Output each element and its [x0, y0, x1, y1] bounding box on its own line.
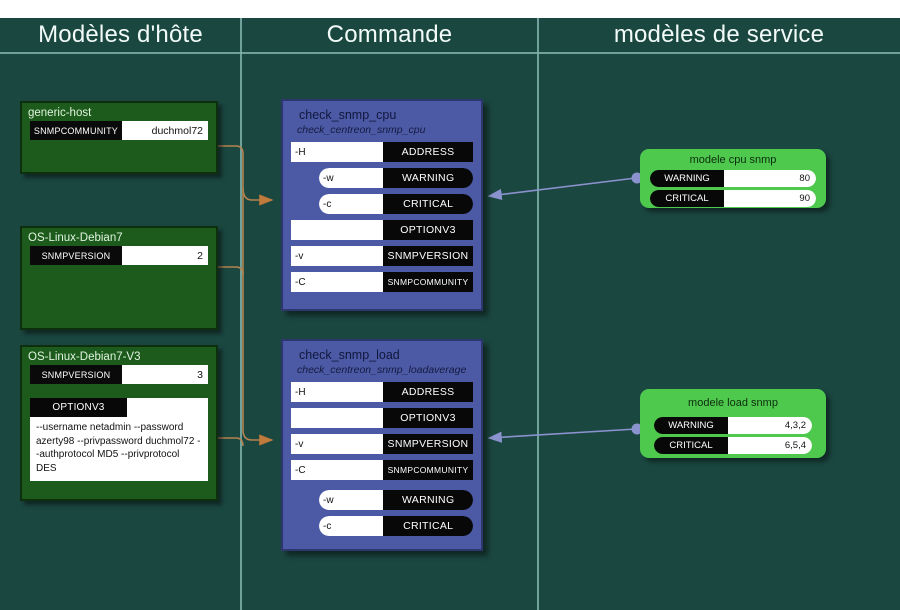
macro-key: SNMPCOMMUNITY: [30, 121, 122, 140]
arg-flag: -c: [319, 516, 384, 536]
command-arg-row[interactable]: -v SNMPVERSION: [291, 246, 473, 266]
macro-optionv3-block[interactable]: OPTIONV3 --username netadmin --password …: [30, 398, 208, 481]
macro-value: duchmol72: [121, 121, 208, 140]
command-arg-row[interactable]: OPTIONV3: [291, 220, 473, 240]
host-template-name: OS-Linux-Debian7-V3: [28, 351, 141, 363]
column-divider-2: [537, 18, 539, 610]
macro-row[interactable]: WARNING 4,3,2: [654, 417, 812, 434]
macro-value: 90: [724, 190, 816, 207]
arg-flag: -C: [291, 272, 384, 292]
arg-macro: CRITICAL: [383, 516, 473, 536]
macro-list: SNMPVERSION 2: [22, 246, 216, 279]
arg-macro: CRITICAL: [383, 194, 473, 214]
arg-macro: OPTIONV3: [383, 220, 473, 240]
macro-value: 2: [121, 246, 208, 265]
command-arg-row[interactable]: -H ADDRESS: [291, 142, 473, 162]
arg-flag: -w: [319, 490, 384, 510]
macro-key: WARNING: [650, 170, 724, 187]
command-arg-row[interactable]: OPTIONV3: [291, 408, 473, 428]
arg-macro: WARNING: [383, 490, 473, 510]
command-arg-row[interactable]: -c CRITICAL: [319, 516, 473, 536]
arg-macro: OPTIONV3: [383, 408, 473, 428]
macro-key: SNMPVERSION: [30, 246, 122, 265]
command-arg-row[interactable]: -C SNMPCOMMUNITY: [291, 272, 473, 292]
service-template-name: modele load snmp: [688, 397, 778, 409]
arg-flag: -C: [291, 460, 384, 480]
macro-row[interactable]: SNMPVERSION 3: [30, 365, 208, 384]
column-header-service-templates: modèles de service: [613, 21, 825, 48]
host-template-generic-host[interactable]: generic-host SNMPCOMMUNITY duchmol72: [20, 101, 218, 174]
command-name: check_snmp_cpu: [299, 108, 397, 122]
arg-flag: -c: [319, 194, 384, 214]
command-arg-row[interactable]: -v SNMPVERSION: [291, 434, 473, 454]
header-divider-line: [0, 52, 900, 54]
command-check-snmp-cpu[interactable]: check_snmp_cpu check_centreon_snmp_cpu -…: [281, 99, 483, 311]
service-template-modele-load-snmp[interactable]: modele load snmp WARNING 4,3,2 CRITICAL …: [640, 389, 826, 458]
macro-list: SNMPCOMMUNITY duchmol72: [22, 121, 216, 154]
arg-macro: SNMPVERSION: [383, 434, 473, 454]
command-arg-row[interactable]: -C SNMPCOMMUNITY: [291, 460, 473, 480]
macro-list: WARNING 80 CRITICAL 90: [640, 170, 826, 207]
host-template-os-linux-debian7-v3[interactable]: OS-Linux-Debian7-V3 SNMPVERSION 3 OPTION…: [20, 345, 218, 501]
macro-value: 3: [121, 365, 208, 384]
macro-key: SNMPVERSION: [30, 365, 122, 384]
host-template-os-linux-debian7[interactable]: OS-Linux-Debian7 SNMPVERSION 2: [20, 226, 218, 330]
macro-key: OPTIONV3: [30, 398, 127, 417]
macro-row[interactable]: WARNING 80: [650, 170, 816, 187]
arg-macro: SNMPVERSION: [383, 246, 473, 266]
command-name: check_snmp_load: [299, 348, 400, 362]
service-template-name: modele cpu snmp: [689, 154, 777, 166]
macro-list: WARNING 4,3,2 CRITICAL 6,5,4: [640, 413, 826, 454]
macro-value: --username netadmin --password azerty98 …: [36, 422, 201, 474]
command-arg-row[interactable]: -c CRITICAL: [319, 194, 473, 214]
command-plugin: check_centreon_snmp_loadaverage: [297, 364, 467, 376]
arg-macro: SNMPCOMMUNITY: [383, 272, 473, 292]
macro-row[interactable]: SNMPCOMMUNITY duchmol72: [30, 121, 208, 140]
host-template-name: OS-Linux-Debian7: [28, 232, 123, 244]
arg-macro: SNMPCOMMUNITY: [383, 460, 473, 480]
arg-flag: -H: [291, 382, 384, 402]
arg-macro: ADDRESS: [383, 382, 473, 402]
arg-flag: -v: [291, 246, 384, 266]
column-header-host-templates: Modèles d'hôte: [38, 21, 203, 48]
arg-flag: -H: [291, 142, 384, 162]
macro-value: 80: [724, 170, 816, 187]
arg-flag: [291, 408, 384, 428]
arg-flag: -w: [319, 168, 384, 188]
command-check-snmp-load[interactable]: check_snmp_load check_centreon_snmp_load…: [281, 339, 483, 551]
macro-row[interactable]: CRITICAL 6,5,4: [654, 437, 812, 454]
host-template-name: generic-host: [28, 107, 92, 119]
macro-value: 4,3,2: [728, 417, 812, 434]
macro-row[interactable]: CRITICAL 90: [650, 190, 816, 207]
macro-key: WARNING: [654, 417, 728, 434]
command-arg-list: -H ADDRESS OPTIONV3 -v SNMPVERSION -C SN…: [283, 382, 481, 536]
macro-list: SNMPVERSION 3: [22, 365, 216, 398]
arg-flag: -v: [291, 434, 384, 454]
command-arg-row[interactable]: -H ADDRESS: [291, 382, 473, 402]
command-arg-row[interactable]: -w WARNING: [319, 168, 473, 188]
macro-value: 6,5,4: [728, 437, 812, 454]
service-template-modele-cpu-snmp[interactable]: modele cpu snmp WARNING 80 CRITICAL 90: [640, 149, 826, 208]
command-plugin: check_centreon_snmp_cpu: [297, 124, 426, 136]
arg-flag: [291, 220, 384, 240]
arg-macro: ADDRESS: [383, 142, 473, 162]
macro-key: CRITICAL: [650, 190, 724, 207]
column-divider-1: [240, 18, 242, 610]
column-header-command: Commande: [326, 21, 453, 48]
arg-macro: WARNING: [383, 168, 473, 188]
command-arg-row[interactable]: -w WARNING: [319, 490, 473, 510]
command-arg-list: -H ADDRESS -w WARNING -c CRITICAL OPTION…: [283, 142, 481, 292]
macro-row[interactable]: SNMPVERSION 2: [30, 246, 208, 265]
macro-key: CRITICAL: [654, 437, 728, 454]
